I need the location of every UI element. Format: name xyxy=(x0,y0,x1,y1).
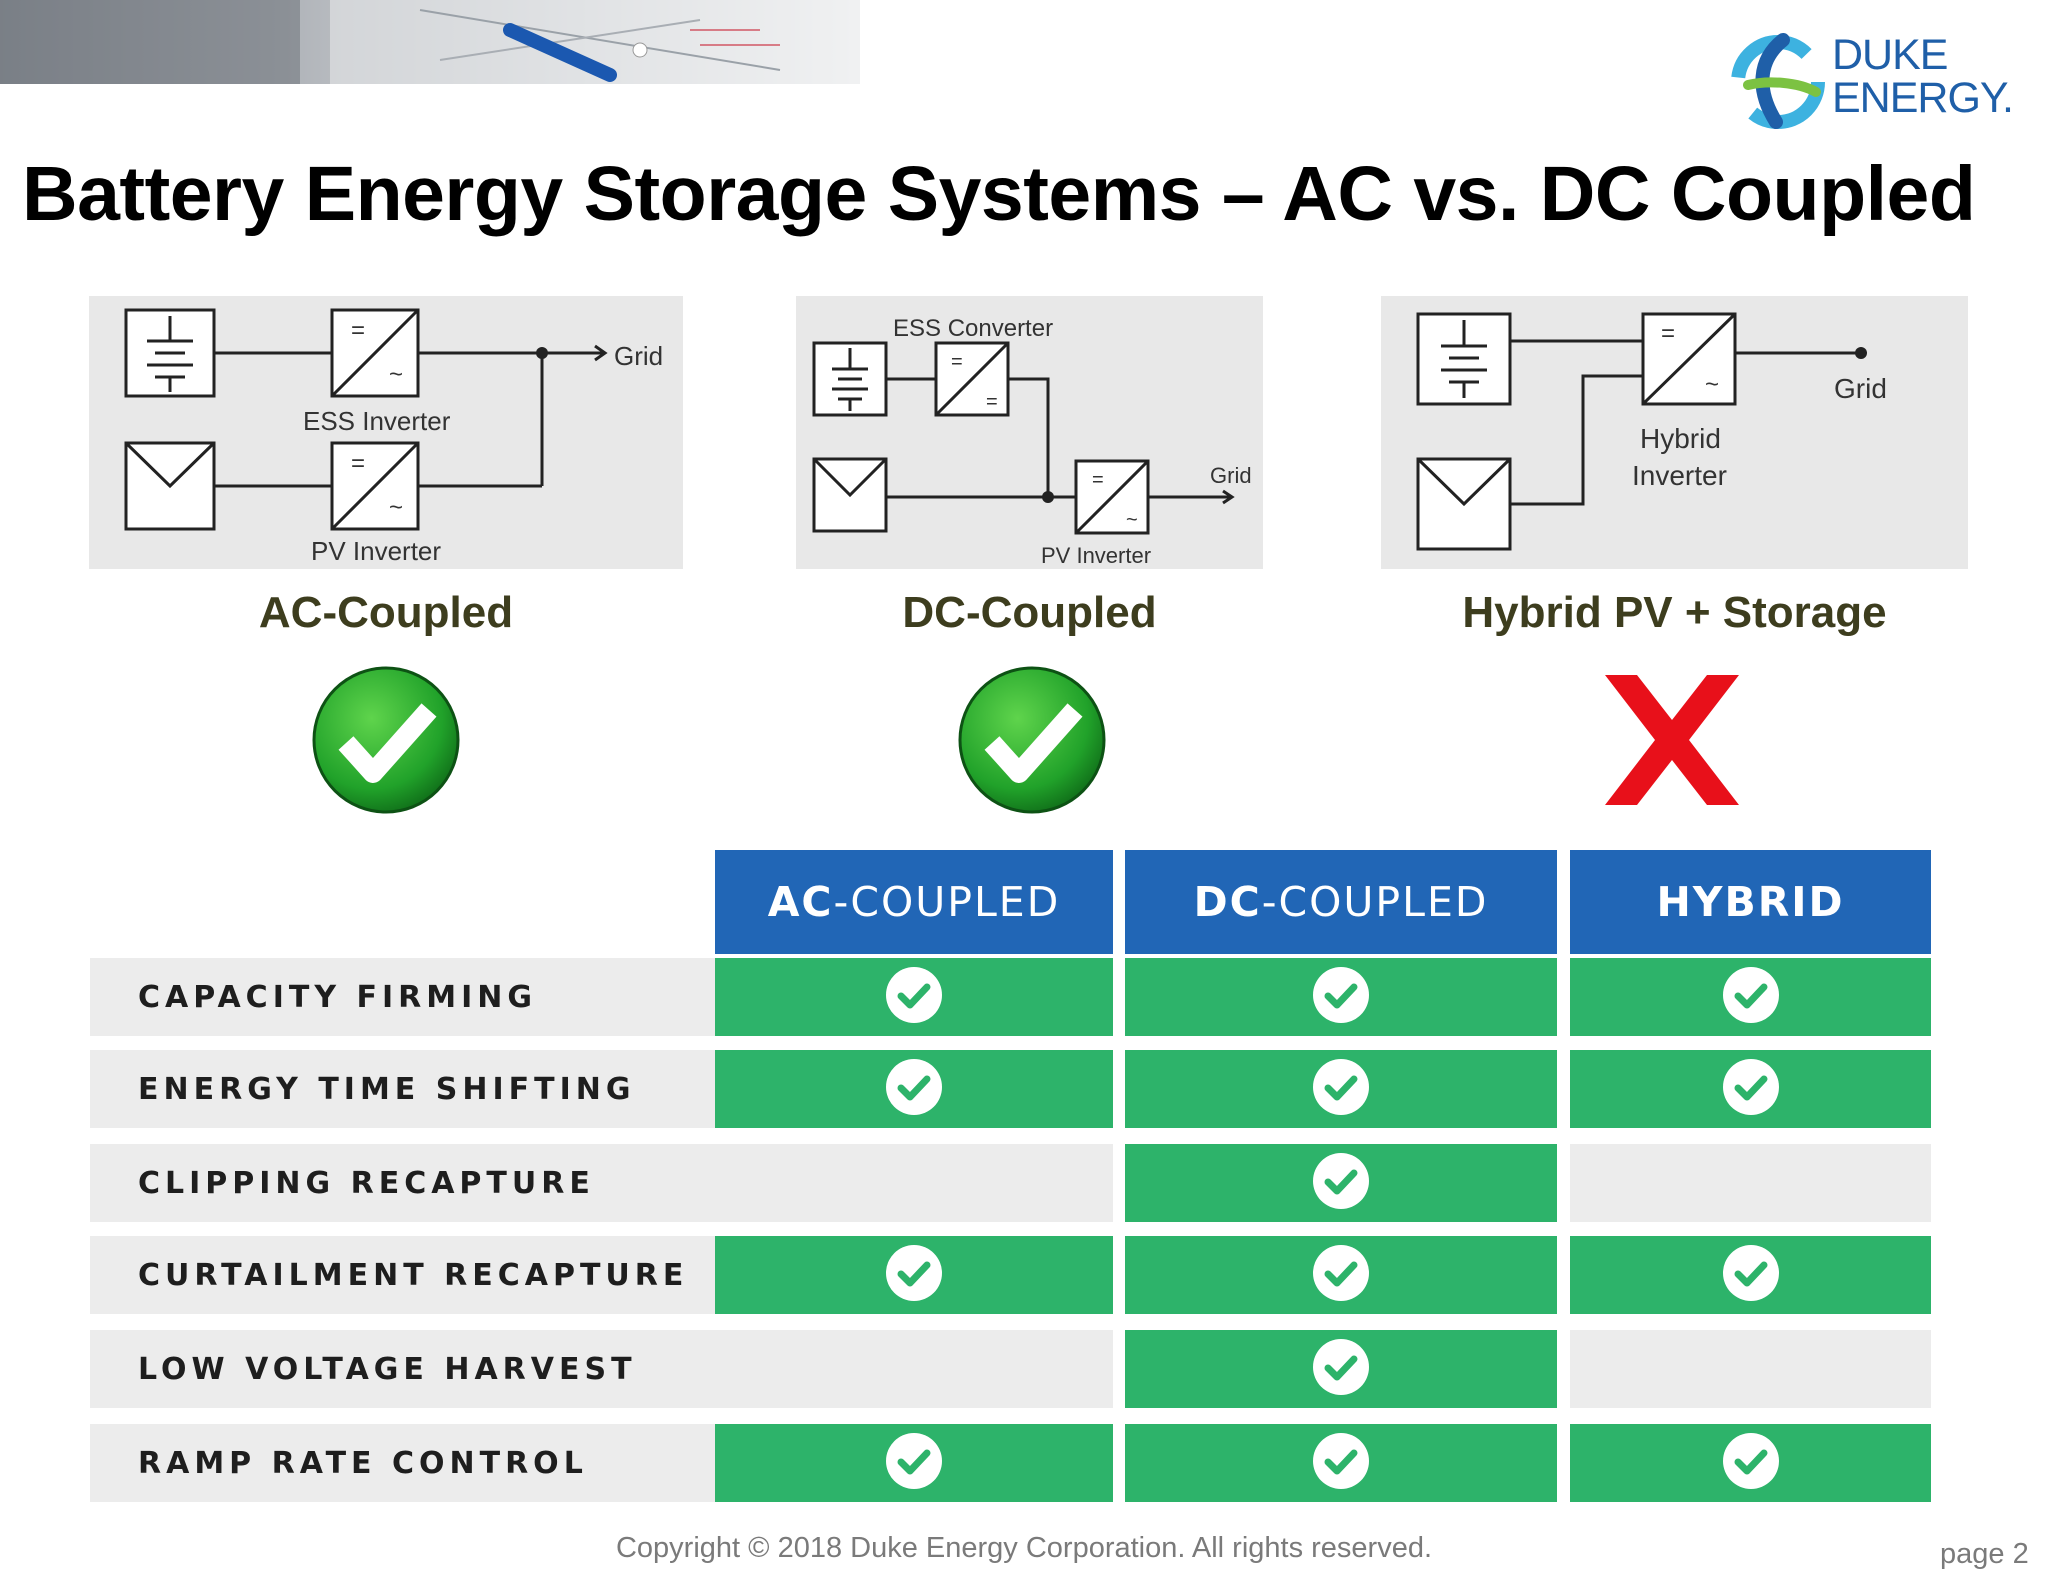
check-icon xyxy=(1311,1337,1371,1402)
table-row-label: CAPACITY FIRMING xyxy=(90,958,715,1036)
table-cell-hybrid xyxy=(1570,1144,1931,1222)
svg-text:~: ~ xyxy=(1126,509,1138,531)
table-row-label: LOW VOLTAGE HARVEST xyxy=(90,1330,715,1408)
dc-check-icon xyxy=(957,665,1107,815)
table-cell-ac xyxy=(715,958,1113,1036)
check-icon xyxy=(884,1057,944,1122)
check-icon xyxy=(1721,1243,1781,1308)
svg-text:=: = xyxy=(351,450,365,477)
column-header-0: AC-COUPLED xyxy=(715,850,1113,954)
table-cell-dc xyxy=(1125,1424,1557,1502)
logo-line-2: ENERGY. xyxy=(1832,74,2014,122)
grid-label: Grid xyxy=(1834,373,1887,404)
table-cell-hybrid xyxy=(1570,1050,1931,1128)
table-cell-dc xyxy=(1125,1144,1557,1222)
column-header-bold: DC xyxy=(1193,878,1262,926)
check-icon xyxy=(1721,965,1781,1030)
ac-coupled-diagram: = ~ = ~ Grid ESS Inverter PV Inverter xyxy=(89,296,683,569)
hybrid-inverter-label-2: Inverter xyxy=(1632,460,1727,491)
duke-energy-logo: DUKE ENERGY. xyxy=(1728,30,2024,130)
grid-label: Grid xyxy=(614,341,663,371)
dc-coupled-caption: DC-Coupled xyxy=(902,588,1157,637)
hybrid-diagram: = ~ Grid Hybrid Inverter xyxy=(1381,296,1968,569)
ess-converter-label: ESS Converter xyxy=(893,315,1053,342)
hybrid-cross-icon xyxy=(1597,665,1747,815)
hybrid-inverter-label-1: Hybrid xyxy=(1640,423,1721,454)
header-banner-image xyxy=(0,0,860,84)
logo-wordmark: DUKE ENERGY. xyxy=(1832,31,2014,122)
check-icon xyxy=(1311,1243,1371,1308)
column-header-bold: HYBRID xyxy=(1656,878,1845,926)
svg-text:=: = xyxy=(986,391,998,413)
table-row-label: CURTAILMENT RECAPTURE xyxy=(90,1236,715,1314)
column-header-2: HYBRID xyxy=(1570,850,1931,954)
table-row-label: CLIPPING RECAPTURE xyxy=(90,1144,715,1222)
table-row-label: ENERGY TIME SHIFTING xyxy=(90,1050,715,1128)
table-cell-hybrid xyxy=(1570,1424,1931,1502)
table-cell-hybrid xyxy=(1570,1330,1931,1408)
column-header-bold: AC xyxy=(767,878,834,926)
copyright-notice: Copyright © 2018 Duke Energy Corporation… xyxy=(615,1532,1433,1564)
svg-text:=: = xyxy=(351,317,365,344)
table-cell-dc xyxy=(1125,1236,1557,1314)
check-icon xyxy=(1311,965,1371,1030)
grid-label: Grid xyxy=(1210,463,1252,488)
svg-text:~: ~ xyxy=(389,361,403,388)
ac-coupled-caption: AC-Coupled xyxy=(258,588,514,637)
svg-text:=: = xyxy=(951,351,963,373)
table-cell-hybrid xyxy=(1570,1236,1931,1314)
ac-check-icon xyxy=(311,665,461,815)
check-icon xyxy=(1721,1431,1781,1496)
dc-coupled-diagram: ESS Converter = = = ~ Grid PV Inverter xyxy=(796,296,1263,569)
table-row-label: RAMP RATE CONTROL xyxy=(90,1424,715,1502)
duke-energy-logo-icon xyxy=(1731,33,1825,129)
column-header-rest: -COUPLED xyxy=(1261,878,1489,926)
column-header-rest: -COUPLED xyxy=(833,878,1061,926)
table-cell-dc xyxy=(1125,1050,1557,1128)
table-cell-dc xyxy=(1125,958,1557,1036)
svg-text:=: = xyxy=(1092,469,1104,491)
table-cell-ac xyxy=(715,1050,1113,1128)
logo-line-1: DUKE xyxy=(1832,31,1948,79)
pv-inverter-label: PV Inverter xyxy=(311,536,441,566)
hybrid-caption: Hybrid PV + Storage xyxy=(1462,588,1887,637)
check-icon xyxy=(884,965,944,1030)
svg-text:=: = xyxy=(1661,320,1675,347)
ess-inverter-label: ESS Inverter xyxy=(303,406,451,436)
table-cell-hybrid xyxy=(1570,958,1931,1036)
table-cell-ac xyxy=(715,1144,1113,1222)
page-number: page 2 xyxy=(1940,1538,2029,1570)
pv-inverter-label: PV Inverter xyxy=(1041,543,1151,568)
check-icon xyxy=(884,1243,944,1308)
table-cell-ac xyxy=(715,1424,1113,1502)
check-icon xyxy=(1311,1151,1371,1216)
check-icon xyxy=(884,1431,944,1496)
check-icon xyxy=(1311,1057,1371,1122)
check-icon xyxy=(1721,1057,1781,1122)
table-cell-dc xyxy=(1125,1330,1557,1408)
svg-text:~: ~ xyxy=(389,494,403,521)
table-cell-ac xyxy=(715,1236,1113,1314)
check-icon xyxy=(1311,1431,1371,1496)
column-header-1: DC-COUPLED xyxy=(1125,850,1557,954)
table-cell-ac xyxy=(715,1330,1113,1408)
page-title: Battery Energy Storage Systems – AC vs. … xyxy=(22,151,1976,237)
svg-text:~: ~ xyxy=(1705,371,1719,398)
